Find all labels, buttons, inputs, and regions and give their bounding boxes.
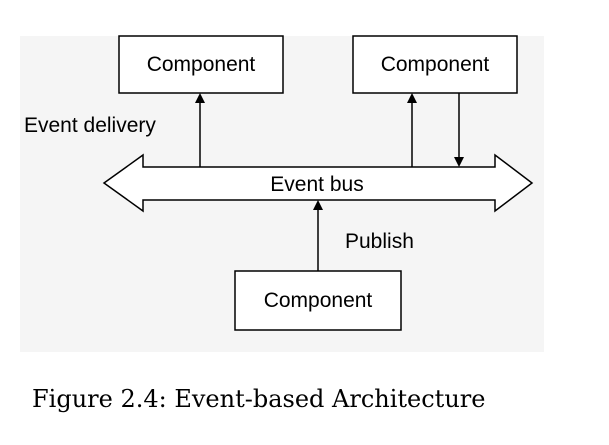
- event-delivery-label: Event delivery: [24, 114, 156, 137]
- component-label-top-right: Component: [381, 53, 490, 76]
- component-box-top-right: [352, 35, 518, 94]
- event-bus-arrow: [102, 153, 534, 213]
- figure-caption: Figure 2.4: Event-based Architecture: [32, 385, 486, 413]
- event-bus-label: Event bus: [270, 173, 363, 196]
- component-label-top-left: Component: [147, 53, 256, 76]
- component-box-top-left: [118, 35, 284, 94]
- publish-label: Publish: [345, 230, 414, 253]
- component-label-bottom: Component: [264, 289, 373, 312]
- component-box-bottom: [234, 270, 402, 331]
